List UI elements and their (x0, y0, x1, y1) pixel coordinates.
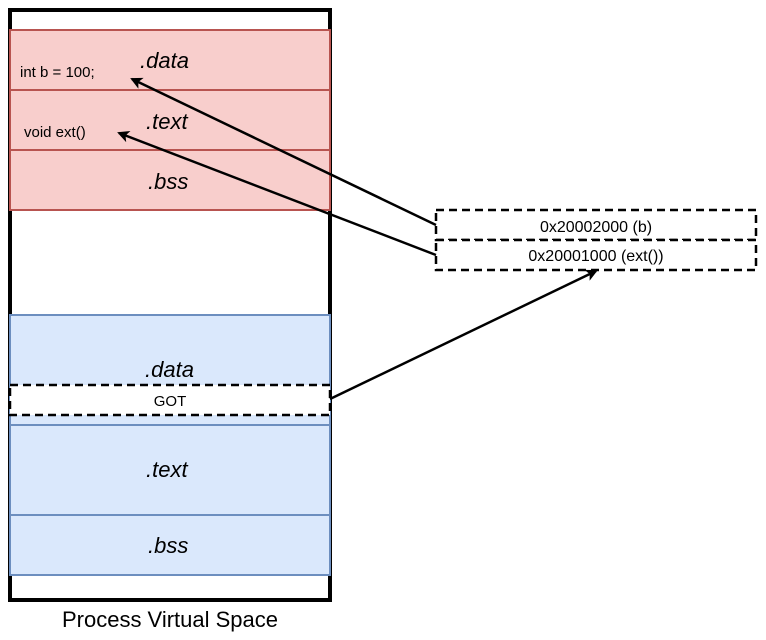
exe-data-code: int b = 100; (20, 64, 95, 81)
got-entries: 0x20002000 (b) 0x20001000 (ext()) (434, 208, 758, 272)
exe-bss-label: .bss (148, 169, 188, 194)
shared-library-segment: .data GOT .text .bss (8, 314, 332, 576)
lib-data-label: .data (145, 357, 194, 382)
lib-bss-section (9, 514, 331, 576)
arrow-got-entry-to-b (130, 77, 437, 227)
diagram-caption: Process Virtual Space (62, 607, 278, 632)
lib-text-label: .text (146, 457, 188, 482)
exe-text-code: void ext() (24, 124, 86, 141)
got-entry-ext-label: 0x20001000 (ext()) (528, 248, 663, 265)
arrow-got-entry-to-ext (117, 130, 437, 257)
exe-data-label: .data (140, 48, 189, 73)
got-box (8, 383, 332, 417)
got-entry-b-label: 0x20002000 (b) (540, 219, 652, 236)
lib-bss-label: .bss (148, 533, 188, 558)
arrows (117, 77, 598, 401)
exe-text-label: .text (146, 109, 188, 134)
got-label: GOT (154, 393, 187, 410)
arrow-got-to-entry (329, 269, 598, 401)
exe-text-section (9, 89, 331, 151)
exe-data-section (9, 29, 331, 91)
exe-bss-section (9, 149, 331, 211)
lib-text-section (9, 424, 331, 516)
executable-segment: .data int b = 100; .text void ext() .bss (9, 29, 331, 211)
